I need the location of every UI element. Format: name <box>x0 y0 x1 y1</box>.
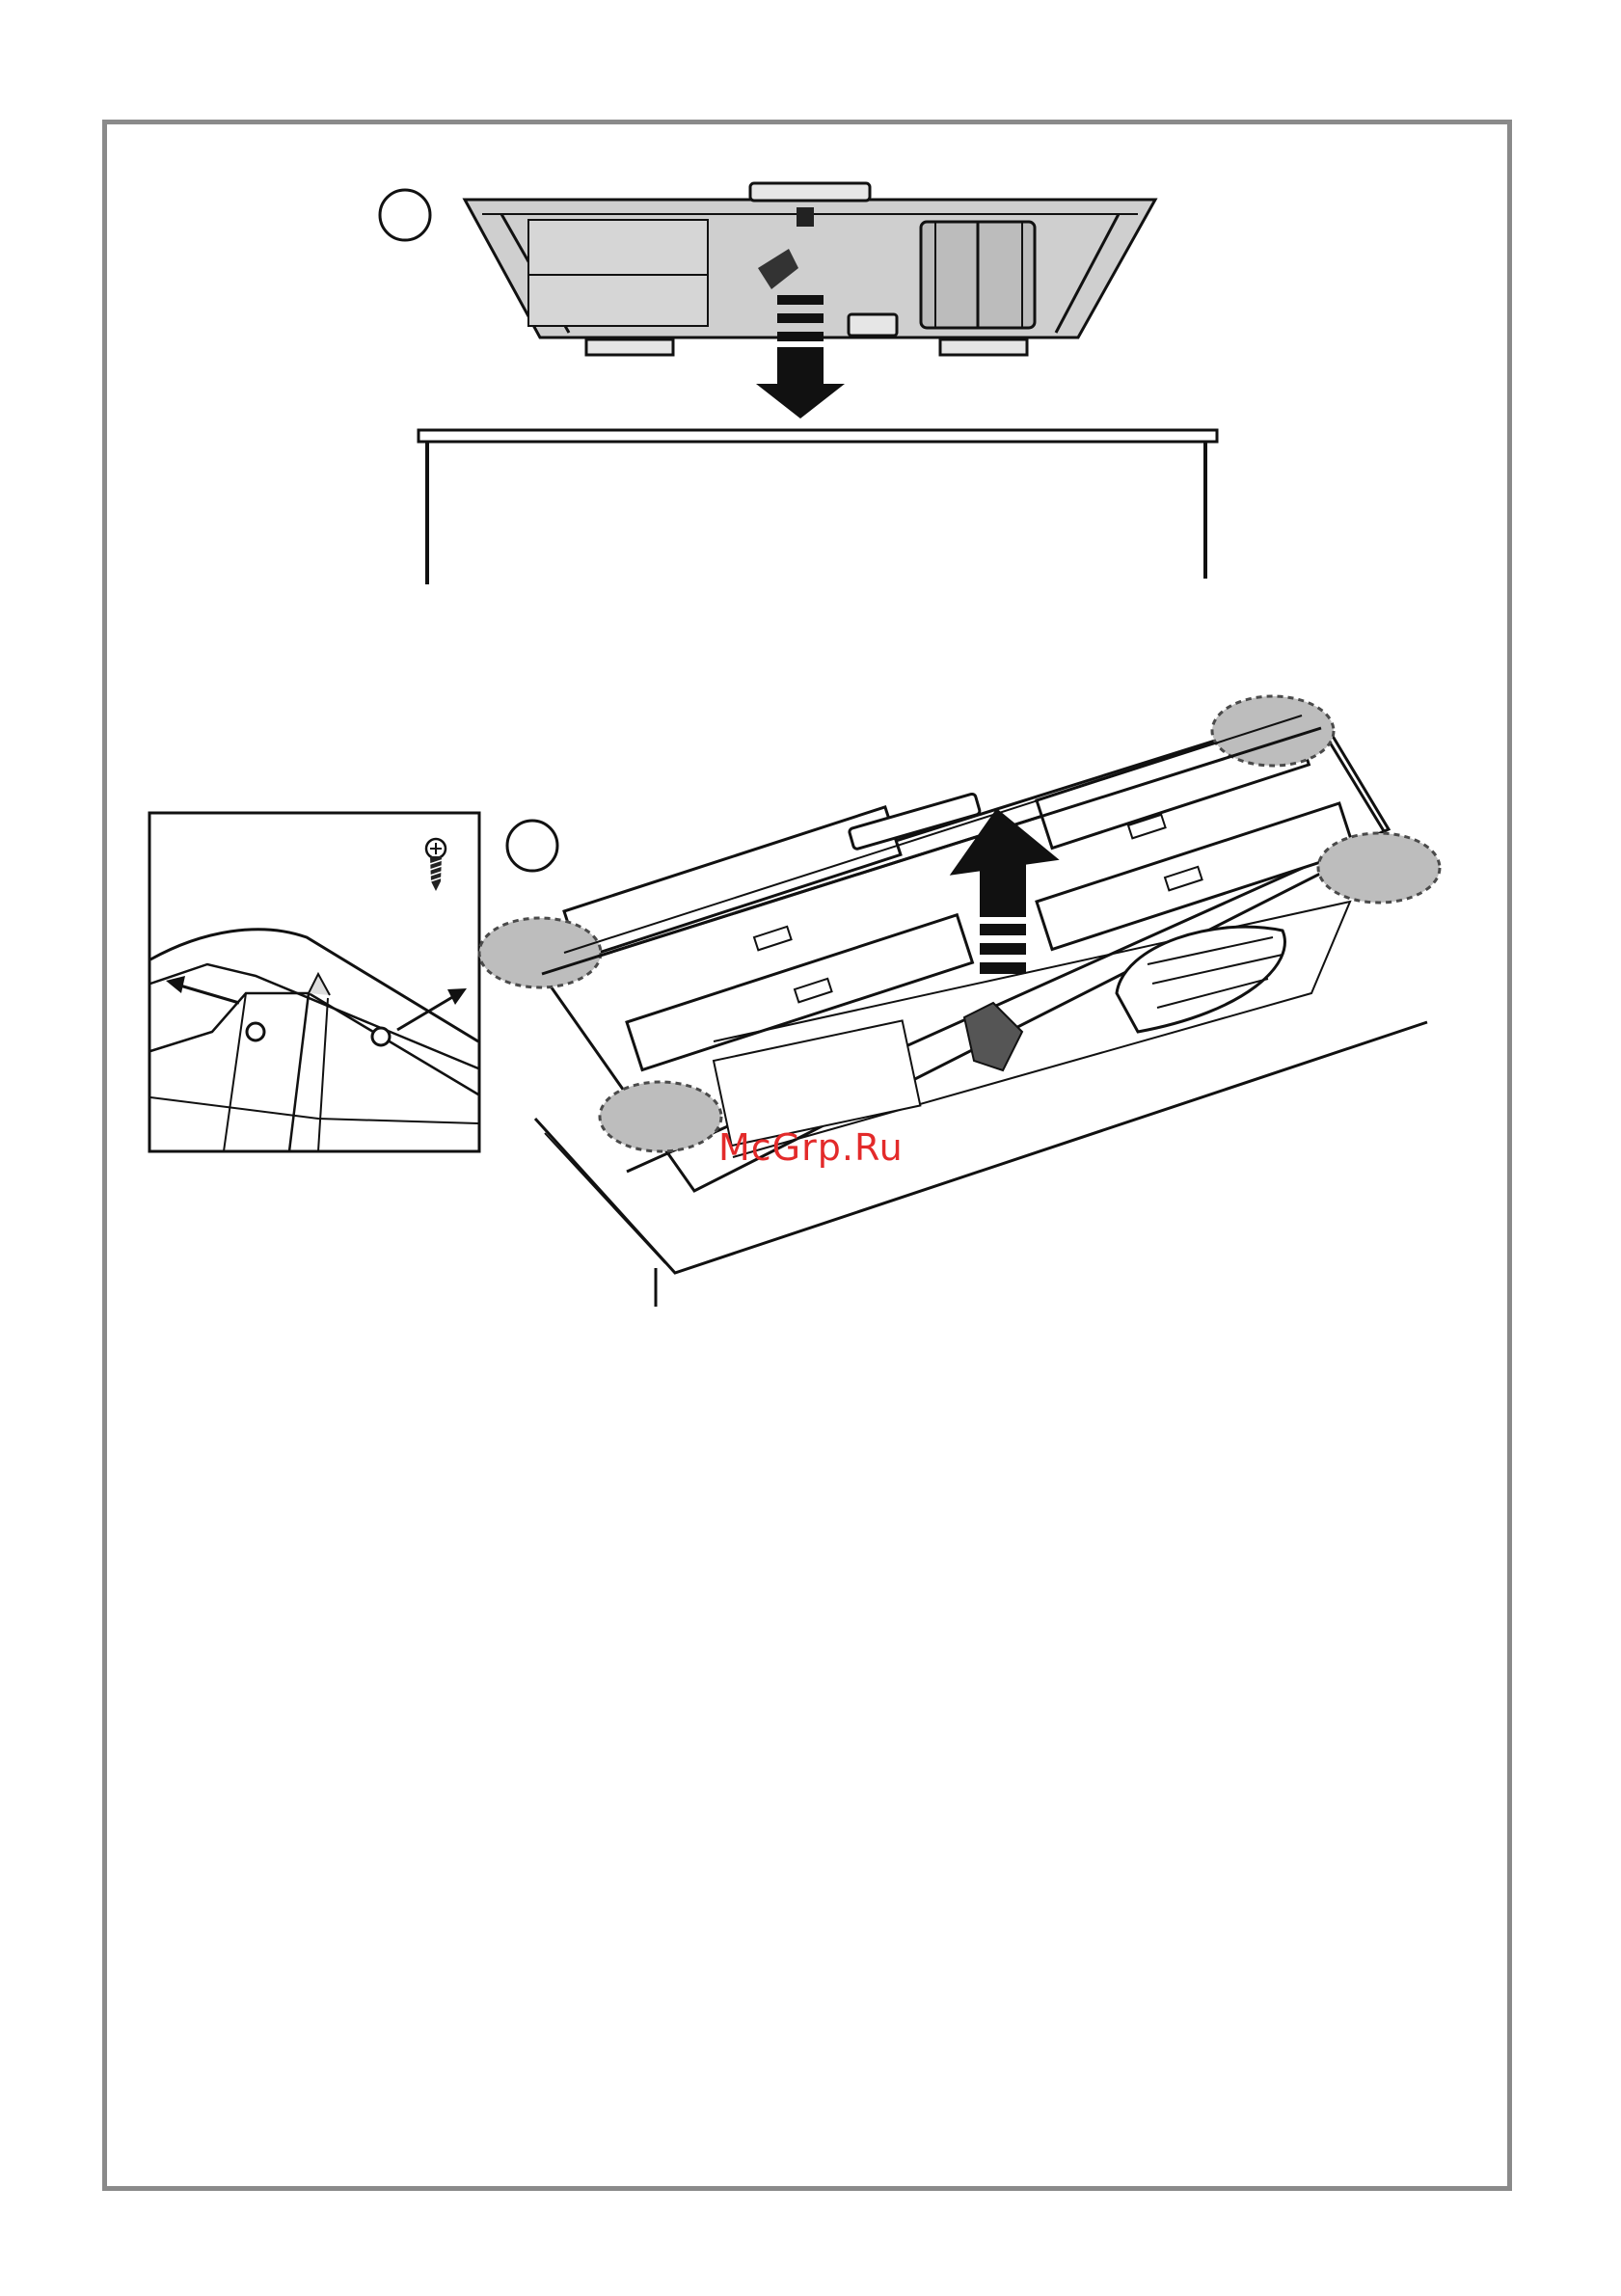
corner-highlight <box>1318 833 1440 903</box>
corner-highlight <box>600 1082 721 1151</box>
corner-highlight <box>479 918 601 987</box>
support-table <box>419 430 1217 584</box>
detail-inset-unscrew <box>149 813 479 1151</box>
step-1 <box>380 183 1217 584</box>
step-2 <box>149 696 1440 1307</box>
hood-installed-lift <box>479 696 1440 1307</box>
step-2-marker <box>507 821 557 871</box>
hood-front-view <box>465 183 1155 355</box>
step-1-marker <box>380 190 430 240</box>
watermark-text: McGrp.Ru <box>718 1126 904 1169</box>
